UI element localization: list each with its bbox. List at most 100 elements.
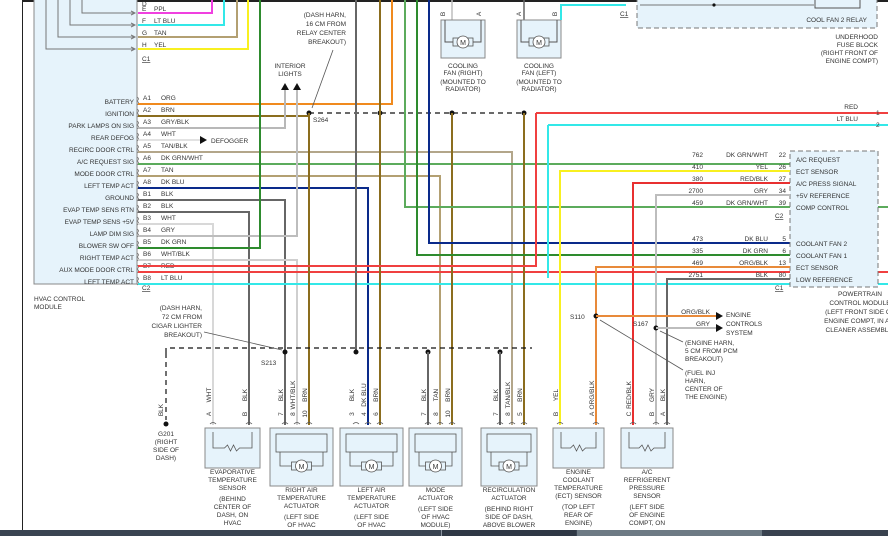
wire-label: BRN	[517, 388, 524, 402]
scroll-thumb[interactable]	[577, 530, 762, 536]
pin-function: EVAP TEMP SENS RTN	[63, 207, 134, 214]
pin-label: 8	[290, 412, 297, 416]
component-name: ACTUATOR	[354, 503, 389, 510]
component-box	[408, 427, 463, 487]
pcm-function: COOLANT FAN 2	[796, 241, 848, 248]
pcm-function: COMP CONTROL	[796, 205, 849, 212]
wire-label: GRY/BLK	[161, 119, 190, 126]
top-edge	[0, 0, 888, 2]
component-location: DASH, ON	[217, 512, 249, 519]
pin-label: 10	[445, 410, 452, 418]
pcm-name: CONTROL MODULE	[829, 300, 888, 307]
pcm-function: A/C REQUEST	[796, 157, 840, 164]
s110-note: THE ENGINE)	[685, 394, 727, 401]
component-location: MODULE)	[421, 522, 451, 529]
pin-label: B	[440, 12, 447, 16]
connector-icon	[281, 422, 289, 425]
pcm-function: COOLANT FAN 1	[796, 253, 848, 260]
wire-blk	[666, 278, 790, 425]
pin-label: A3	[143, 119, 151, 126]
pin-function: LAMP DIM SIG	[90, 231, 134, 238]
pin-label: A	[589, 411, 596, 416]
interior-lights-label: INTERIOR	[274, 63, 305, 70]
pin-label: 34	[779, 188, 787, 195]
pin-label: 27	[779, 176, 787, 183]
wire-label: LT BLU	[837, 116, 859, 123]
pin-label: A	[476, 11, 483, 16]
connector-icon	[496, 422, 504, 425]
defogger-label: DEFOGGER	[211, 138, 249, 145]
component-location: OF ENGINE	[629, 512, 665, 519]
connector-icon	[364, 422, 372, 425]
component-location: (BEHIND RIGHT	[485, 506, 534, 513]
component-name: ACTUATOR	[284, 503, 319, 510]
driver-box	[345, 433, 398, 453]
s264-note: (DASH HARN,	[304, 12, 346, 19]
fuse-block-name: UNDERHOOD	[835, 34, 878, 41]
pin-label: A5	[143, 143, 151, 150]
wire-label: BLK	[242, 388, 249, 401]
circuit-number: 410	[692, 164, 703, 171]
wire-label: BRN	[302, 388, 309, 402]
wire-label: RED	[844, 104, 858, 111]
wire-blk	[138, 211, 250, 425]
pin-function: GROUND	[105, 195, 134, 202]
motor-lead	[418, 452, 426, 467]
connector-c2: C2	[142, 285, 151, 292]
leader-line	[311, 49, 334, 109]
pin-label: A	[206, 411, 213, 416]
splice-dot	[282, 349, 288, 355]
scroll-segment[interactable]	[441, 530, 576, 536]
fuse-block-name: (RIGHT FRONT OF	[821, 50, 878, 57]
internal-link	[57, 0, 135, 38]
fan-wire	[473, 20, 482, 43]
motor-lead	[519, 452, 528, 467]
splice-s264: S264	[313, 117, 329, 124]
bottom-scrollbar[interactable]	[0, 530, 888, 536]
fan-wire	[444, 20, 453, 43]
s110-note: (FUEL INJ	[685, 370, 715, 377]
wire-label: DK GRN	[743, 248, 769, 255]
component-name: RECIRCULATION	[483, 487, 536, 494]
pcm-function: LOW REFERENCE	[796, 277, 853, 284]
wire-lt-blu	[560, 4, 626, 20]
thermistor-icon	[560, 432, 597, 452]
component-name: (ECT) SENSOR	[555, 493, 602, 500]
pin-label: A	[516, 11, 523, 16]
pin-label: D	[142, 1, 147, 8]
pcm-function: A/C PRESS SIGNAL	[796, 181, 857, 188]
splice-dot	[353, 349, 359, 355]
component-name: TEMPERATURE	[277, 495, 326, 502]
splice-s167: S167	[633, 321, 649, 328]
relay-box	[814, 0, 861, 9]
wire-label: DK GRN/WHT	[726, 200, 768, 207]
arrow-icon	[130, 10, 137, 16]
component-location: ENGINE)	[565, 520, 592, 527]
wire-label: DK GRN/WHT	[726, 152, 768, 159]
pin-label: B4	[143, 227, 151, 234]
component-name: EVAPORATIVE	[210, 469, 256, 476]
driver-box	[275, 433, 328, 453]
fan-name: COOLING	[524, 63, 554, 70]
wire-label: YEL	[553, 388, 560, 401]
component-location: (LEFT SIDE	[284, 514, 320, 521]
g201-note: SIDE OF	[153, 447, 179, 454]
pin-label: 39	[779, 200, 787, 207]
pin-function: LEFT TEMP ACT	[84, 279, 134, 286]
scroll-segment[interactable]	[764, 530, 888, 536]
s213-note: (DASH HARN,	[160, 305, 202, 312]
connector-icon	[305, 422, 313, 425]
pin-label: 80	[779, 272, 787, 279]
connector-icon	[436, 422, 444, 425]
motor-label: M	[299, 464, 305, 471]
connector-icon	[520, 422, 528, 425]
wire-yel	[559, 170, 790, 425]
wire-tan-blk	[138, 151, 513, 425]
wire-dk-grn-wht	[404, 0, 888, 208]
wire-label: ORG	[161, 95, 176, 102]
